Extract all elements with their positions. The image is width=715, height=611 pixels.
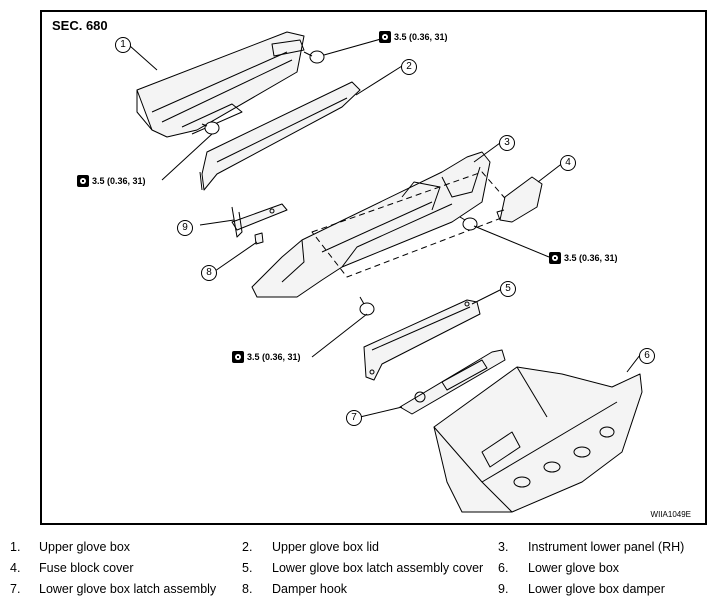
callout-3: 3 — [499, 135, 515, 151]
legend-item: Upper glove box — [39, 540, 131, 554]
legend-item: Upper glove box lid — [272, 540, 380, 554]
part-upper-glove-box — [136, 31, 305, 138]
bolt-icons — [201, 50, 478, 316]
callout-4: 4 — [560, 155, 576, 171]
torque-spec: 3.5 (0.36, 31) — [379, 31, 448, 43]
part-lower-glove-box-damper — [231, 203, 288, 238]
torque-wrench-icon — [77, 175, 89, 187]
part-latch-assembly — [399, 349, 506, 415]
section-label: SEC. 680 — [52, 18, 108, 33]
callout-1: 1 — [115, 37, 131, 53]
torque-spec: 3.5 (0.36, 31) — [77, 175, 146, 187]
legend-item: Instrument lower panel (RH) — [528, 540, 685, 554]
part-lower-glove-box — [433, 366, 643, 513]
leader-lines — [129, 36, 641, 418]
part-fuse-block-cover — [496, 176, 543, 223]
legend-item: Damper hook — [272, 582, 348, 596]
diagram-frame: SEC. 680 — [40, 10, 707, 525]
legend-row: 7. Lower glove box latch assembly 8. Dam… — [10, 582, 665, 596]
torque-wrench-icon — [232, 351, 244, 363]
callout-8: 8 — [201, 265, 217, 281]
callout-2: 2 — [401, 59, 417, 75]
legend-item: Lower glove box damper — [528, 582, 665, 596]
exploded-parts-diagram — [129, 31, 643, 513]
legend-item: Lower glove box latch assembly — [39, 582, 217, 596]
legend-item: Lower glove box latch assembly cover — [272, 561, 484, 575]
callout-9: 9 — [177, 220, 193, 236]
part-upper-glove-box-lid — [199, 81, 361, 191]
torque-spec: 3.5 (0.36, 31) — [232, 351, 301, 363]
torque-spec: 3.5 (0.36, 31) — [549, 252, 618, 264]
legend-row: 1. Upper glove box 2. Upper glove box li… — [10, 540, 685, 554]
callout-5: 5 — [500, 281, 516, 297]
torque-wrench-icon — [549, 252, 561, 264]
legend-row: 4. Fuse block cover 5. Lower glove box l… — [10, 561, 620, 575]
torque-wrench-icon — [379, 31, 391, 43]
callout-7: 7 — [346, 410, 362, 426]
figure-code: WIIA1049E — [650, 510, 691, 519]
legend-item: Lower glove box — [528, 561, 620, 575]
part-instrument-lower-panel — [251, 151, 491, 298]
part-damper-hook — [254, 232, 264, 245]
callout-6: 6 — [639, 348, 655, 364]
legend-item: Fuse block cover — [39, 561, 134, 575]
part-latch-assembly-cover — [363, 299, 481, 381]
